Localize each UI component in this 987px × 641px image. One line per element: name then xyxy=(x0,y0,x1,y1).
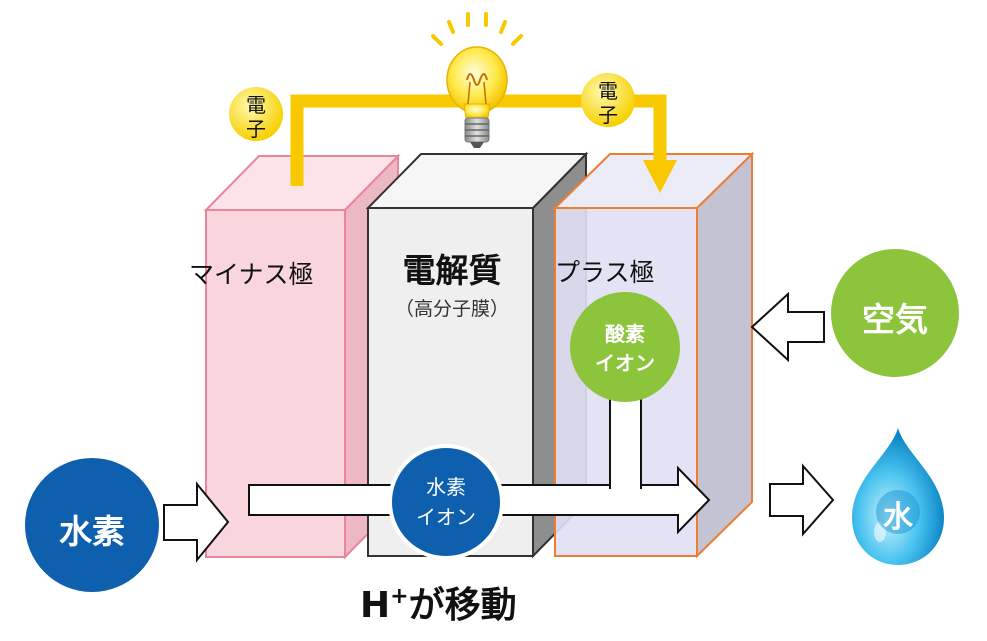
oxygen-ion-label-1: 酸素 xyxy=(605,322,645,346)
electron-left xyxy=(229,87,283,141)
water-outlet-arrow xyxy=(769,463,835,537)
caption-plus: + xyxy=(390,584,409,609)
hydrogen-ion-label-1: 水素 xyxy=(426,475,466,499)
air-label: 空気 xyxy=(862,300,928,339)
electrolyte-sublabel: （高分子膜） xyxy=(394,298,509,320)
oxygen-ion-path xyxy=(609,396,642,489)
caption-h: H xyxy=(360,585,391,626)
electron-left-label-1: 電 xyxy=(246,93,266,117)
hydrogen-ion-label-2: イオン xyxy=(416,505,476,529)
air-circle xyxy=(831,249,959,377)
air-inlet-arrow xyxy=(750,291,825,363)
oxygen-ion-label-2: イオン xyxy=(595,351,655,375)
electron-right xyxy=(581,73,635,127)
caption-rest: が移動 xyxy=(408,585,517,626)
plus-electrode-label: プラス極 xyxy=(555,258,655,287)
electrolyte-label: 電解質 xyxy=(402,251,502,290)
water-label: 水 xyxy=(883,500,913,535)
hydrogen-label: 水素 xyxy=(59,512,125,551)
proton-movement-caption: H+が移動 xyxy=(360,576,517,628)
hydrogen-circle xyxy=(25,458,159,592)
electron-left-label-2: 子 xyxy=(246,117,266,141)
hydrogen-inlet-arrow xyxy=(163,481,230,563)
electron-right-label-2: 子 xyxy=(598,103,618,127)
wire-arrowhead xyxy=(643,160,677,193)
electron-right-label-1: 電 xyxy=(598,79,618,103)
hydrogen-ion-circle xyxy=(388,444,504,560)
light-bulb-icon xyxy=(431,12,523,148)
oxygen-ion-circle xyxy=(570,292,680,402)
minus-electrode-label: マイナス極 xyxy=(189,260,314,289)
